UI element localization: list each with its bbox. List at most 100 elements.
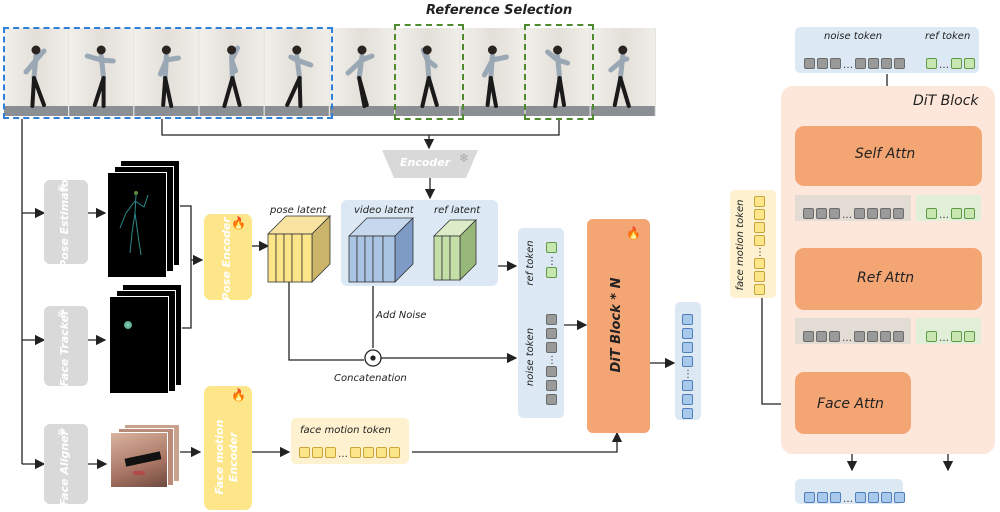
noise-token — [867, 208, 878, 219]
ref-attn-ref-tokens: … — [925, 326, 976, 345]
out-token — [682, 394, 693, 405]
lips — [133, 471, 145, 475]
video-frame — [590, 28, 655, 116]
dit-face-motion-tokens: ⋮ — [754, 196, 766, 297]
video-latent-label: video latent — [354, 205, 414, 216]
ref-attn-label: Ref Attn — [857, 270, 915, 286]
noise-token — [867, 331, 878, 342]
dit-input-ref-tokens: … — [925, 53, 976, 72]
face-map-front — [109, 296, 169, 394]
self-attn-noise-tokens: … — [802, 203, 905, 222]
ref-token — [964, 208, 975, 219]
dit-input-noise-tokens: … — [803, 53, 906, 72]
face-token — [754, 258, 765, 269]
noise-token — [880, 331, 891, 342]
out-token — [830, 492, 841, 503]
face-aligner-label: Face Aligner — [58, 429, 71, 507]
noise-token — [546, 394, 557, 405]
snowflake-icon: ❄ — [459, 151, 470, 165]
noise-token — [880, 208, 891, 219]
video-latent-cube — [348, 217, 414, 283]
self-attn-block — [795, 126, 982, 186]
flame-icon: 🔥 — [626, 226, 641, 240]
noise-token — [829, 331, 840, 342]
eye-mask — [124, 451, 162, 467]
dit-block-n-label: DiT Block * N — [609, 277, 624, 373]
ellipsis: … — [843, 494, 853, 505]
concatenation-label: Concatenation — [334, 373, 407, 384]
dit-ref-token-label: ref token — [925, 31, 971, 42]
video-frame — [525, 28, 590, 116]
out-token — [682, 356, 693, 367]
ref-latent-label: ref latent — [434, 205, 481, 216]
ellipsis: ⋮ — [547, 256, 557, 267]
pose-skeleton — [119, 191, 149, 256]
ref-token — [926, 58, 937, 69]
dit-block-n — [587, 219, 650, 433]
face-token — [754, 235, 765, 246]
flame-icon: 🔥 — [231, 216, 246, 230]
face-token — [754, 284, 765, 295]
video-frames-strip — [4, 28, 656, 116]
face-dot — [124, 321, 132, 329]
dit-noise-token-label: noise token — [824, 31, 883, 42]
noise-token — [546, 314, 557, 325]
self-attn-label: Self Attn — [855, 146, 916, 162]
video-frame — [330, 28, 394, 116]
face-token — [312, 447, 323, 458]
noise-token-label: noise token — [525, 327, 536, 387]
face-token — [754, 222, 765, 233]
ref-token — [546, 267, 557, 278]
video-frame — [69, 28, 134, 116]
out-token — [682, 314, 693, 325]
flame-icon: 🔥 — [231, 388, 246, 402]
face-crop-front — [110, 432, 168, 488]
output-token-stack: ⋮ — [682, 314, 694, 422]
snowflake-icon: ❄ — [57, 426, 67, 439]
ref-token — [926, 331, 937, 342]
ref-attn-block — [795, 248, 982, 310]
out-token — [868, 492, 879, 503]
face-token — [299, 447, 310, 458]
dit-face-motion-token-panel — [730, 190, 776, 298]
noise-token — [803, 331, 814, 342]
face-attn-label: Face Attn — [817, 396, 884, 412]
ellipsis: ⋮ — [755, 247, 765, 258]
ellipsis: … — [843, 60, 853, 71]
face-token — [754, 196, 765, 207]
noise-token — [893, 331, 904, 342]
noise-token — [546, 380, 557, 391]
out-token — [682, 342, 693, 353]
noise-token — [803, 208, 814, 219]
encoder-label: Encoder — [400, 156, 451, 169]
noise-token — [804, 58, 815, 69]
ref-token — [951, 331, 962, 342]
ellipsis: … — [842, 210, 852, 221]
ref-token — [951, 58, 962, 69]
self-attn-ref-tokens: … — [925, 203, 976, 222]
noise-token — [881, 58, 892, 69]
pose-latent-cube — [267, 215, 331, 283]
pose-encoder-block — [204, 214, 252, 300]
face-token — [389, 447, 400, 458]
reference-selection-title: Reference Selection — [426, 3, 573, 18]
noise-token — [546, 366, 557, 377]
face-token — [325, 447, 336, 458]
video-frame — [4, 28, 68, 116]
out-token — [817, 492, 828, 503]
face-token — [754, 271, 765, 282]
ref-attn-noise-out — [795, 318, 911, 344]
ellipsis: … — [939, 60, 949, 71]
face-motion-encoder-label: Face motion Encoder — [213, 419, 240, 495]
noise-token — [829, 208, 840, 219]
green-selection-box-2 — [524, 24, 594, 120]
add-noise-label: Add Noise — [376, 310, 427, 321]
video-frame — [134, 28, 199, 116]
noise-token — [893, 208, 904, 219]
face-motion-encoder-block — [204, 386, 252, 510]
pose-encoder-label: Pose Encoder — [220, 217, 233, 301]
ref-attn-noise-tokens: … — [802, 326, 905, 345]
dit-face-motion-token-label: face motion token — [735, 199, 746, 291]
face-attn-block — [795, 372, 911, 434]
